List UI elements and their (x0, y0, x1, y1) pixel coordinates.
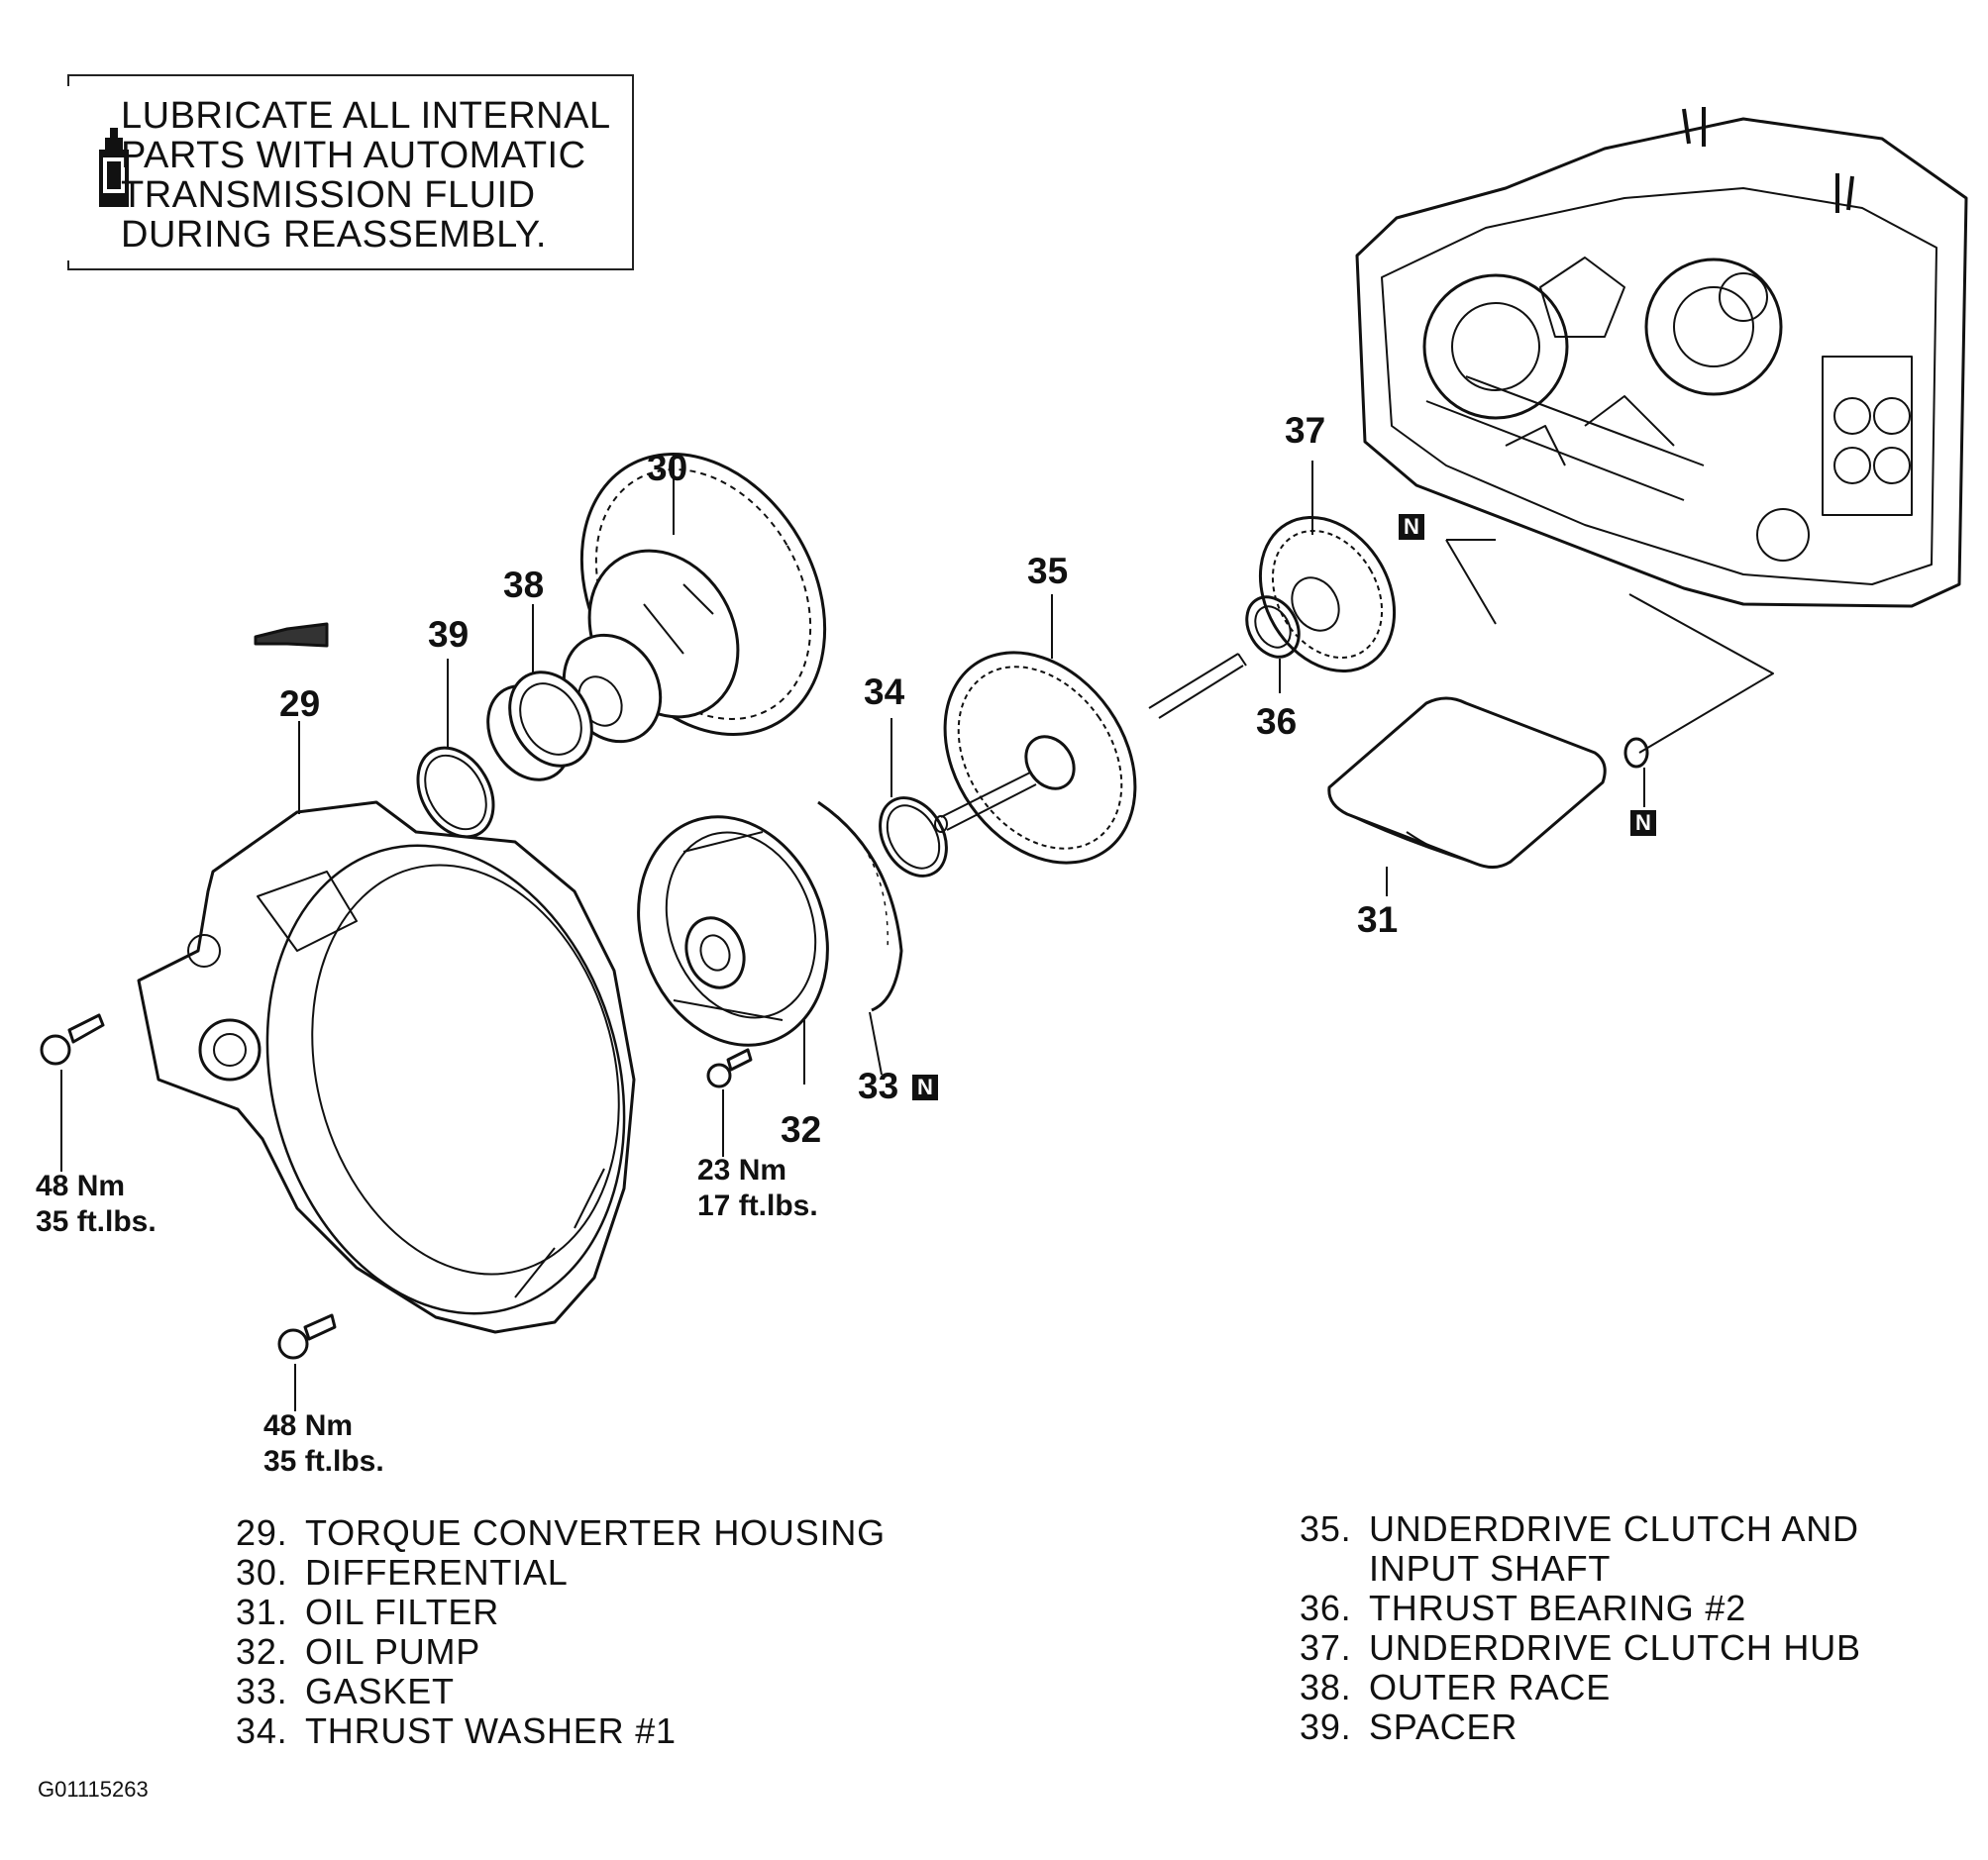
note-line-3: TRANSMISSION FLUID (121, 174, 536, 216)
legend-item-continuation: INPUT SHAFT (1369, 1548, 1612, 1589)
spacer (416, 746, 495, 839)
bolt-oil-pump (706, 1048, 753, 1157)
callout-37: 37 (1285, 410, 1326, 451)
legend-item: 29.TORQUE CONVERTER HOUSING (236, 1512, 886, 1553)
transmission-case (1355, 107, 1968, 608)
legend-item: 38.OUTER RACE (1300, 1667, 1612, 1707)
underdrive-clutch-hub (1258, 516, 1397, 672)
callout-39: 39 (428, 614, 470, 655)
torque-nm: 48 Nm (36, 1170, 126, 1202)
legend-item: 31.OIL FILTER (236, 1592, 500, 1632)
thrust-bearing-2 (1245, 595, 1301, 659)
legend-item: 39.SPACER (1300, 1706, 1518, 1747)
differential (562, 453, 827, 744)
torque-ftlbs: 35 ft.lbs. (36, 1205, 157, 1238)
callout-31: 31 (1357, 899, 1399, 940)
legend-item: 35.UNDERDRIVE CLUTCH AND (1300, 1508, 1859, 1549)
figure-id: G01115263 (38, 1777, 149, 1802)
torque-nm: 23 Nm (697, 1154, 787, 1187)
parts-legend-right: 35.UNDERDRIVE CLUTCH AND INPUT SHAFT 36.… (1300, 1509, 1861, 1747)
oil-bottle-icon (99, 128, 129, 207)
torque-spec-oil-pump: 23 Nm 17 ft.lbs. (697, 1153, 818, 1224)
callout-38: 38 (503, 565, 545, 605)
o-ring (1623, 737, 1649, 769)
legend-item: 36.THRUST BEARING #2 (1300, 1588, 1747, 1628)
underdrive-clutch-input-shaft (934, 651, 1247, 865)
legend-item: 37.UNDERDRIVE CLUTCH HUB (1300, 1627, 1861, 1668)
torque-spec-housing-left: 48 Nm 35 ft.lbs. (36, 1169, 157, 1240)
callout-35: 35 (1027, 551, 1069, 591)
oil-pump (637, 815, 829, 1047)
torque-nm: 48 Nm (263, 1409, 354, 1442)
callout-34: 34 (864, 672, 905, 712)
note-line-4: DURING REASSEMBLY. (121, 214, 547, 256)
bolt-housing-left (40, 1013, 105, 1172)
torque-converter-housing (137, 800, 636, 1334)
note-line-2: PARTS WITH AUTOMATIC (121, 135, 586, 176)
new-part-symbol-case: N (1399, 514, 1424, 540)
torque-ftlbs: 35 ft.lbs. (263, 1445, 384, 1478)
bolt-housing-bottom (277, 1313, 337, 1411)
oil-filter (1327, 696, 1607, 869)
legend-item: 32.OIL PUMP (236, 1631, 481, 1672)
gasket (817, 800, 903, 1076)
atf-tube-icon (254, 622, 329, 648)
thrust-washer-1 (879, 796, 948, 878)
legend-item: 34.THRUST WASHER #1 (236, 1710, 677, 1751)
callout-36: 36 (1256, 701, 1298, 742)
torque-spec-housing-bottom: 48 Nm 35 ft.lbs. (263, 1408, 384, 1480)
parts-legend-left: 29.TORQUE CONVERTER HOUSING 30.DIFFERENT… (236, 1513, 886, 1751)
new-part-symbol-gasket: N (912, 1075, 938, 1100)
callout-33: 33 (858, 1066, 899, 1106)
legend-item: 33.GASKET (236, 1671, 455, 1711)
outer-race (486, 671, 593, 781)
callout-29: 29 (279, 683, 321, 724)
callout-32: 32 (781, 1109, 822, 1150)
torque-ftlbs: 17 ft.lbs. (697, 1189, 818, 1222)
callout-30: 30 (647, 448, 688, 488)
legend-item: 30.DIFFERENTIAL (236, 1552, 569, 1593)
new-part-symbol-o-ring: N (1630, 810, 1656, 836)
note-line-1: LUBRICATE ALL INTERNAL (121, 95, 611, 137)
